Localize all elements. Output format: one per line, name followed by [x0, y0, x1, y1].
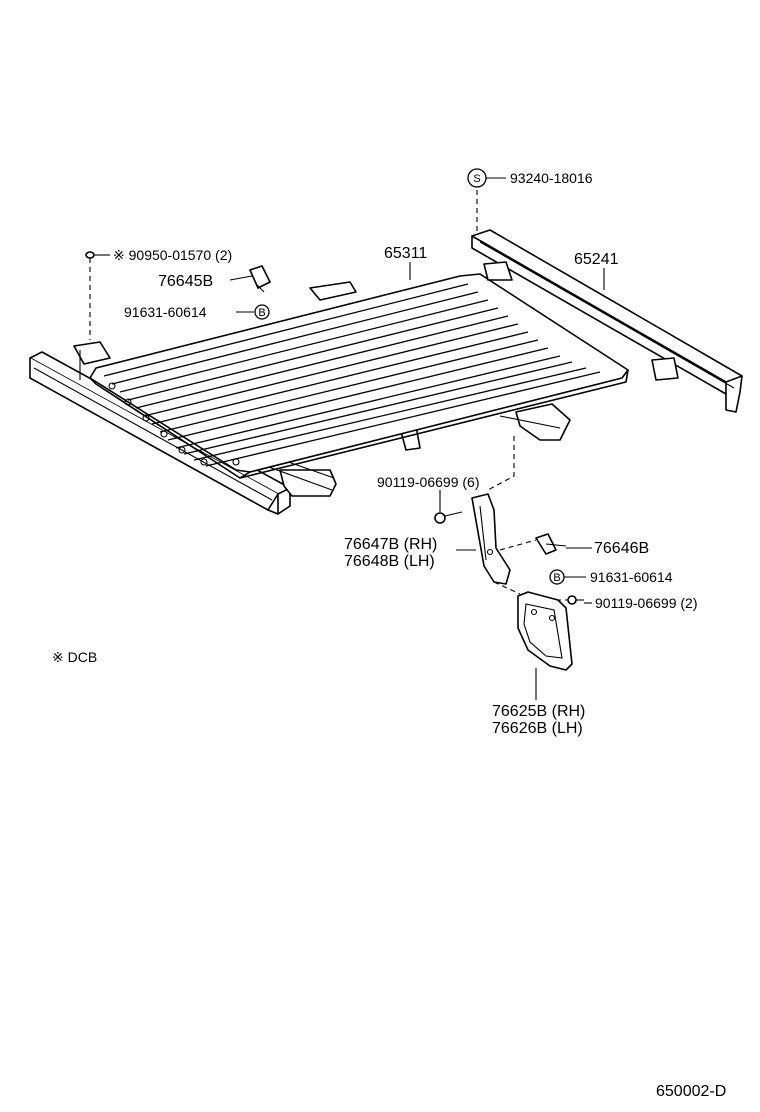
- badge-b-bottom-label: B: [553, 572, 560, 584]
- label-65241: 65241: [574, 251, 619, 268]
- diagram-code: 650002-D: [656, 1083, 726, 1100]
- plug-90950: [85, 251, 95, 259]
- label-90119-6: 90119-06699 (6): [377, 474, 479, 490]
- cross-sill-left-end: [73, 341, 111, 380]
- bolt-90119-b: [567, 595, 584, 605]
- cross-sill-rear: [309, 281, 571, 441]
- label-76648: 76648B (LH): [344, 553, 435, 570]
- label-65311: 65311: [384, 245, 427, 262]
- badge-s-icon: S: [467, 168, 487, 188]
- clip-76645: [249, 265, 271, 293]
- rear-sill: [471, 229, 743, 413]
- badge-b-top-label: B: [258, 307, 265, 319]
- mud-guard: [517, 591, 573, 671]
- dash-bolt-6: [487, 436, 515, 491]
- label-76626: 76626B (LH): [492, 720, 583, 737]
- label-76646: 76646B: [594, 540, 649, 557]
- small-bracket: [535, 533, 567, 555]
- badge-b-bottom-icon: B: [549, 569, 565, 585]
- label-76625: 76625B (RH): [492, 703, 585, 720]
- label-90950: ※ 90950-01570 (2): [113, 247, 232, 263]
- dash-guard-link: [493, 581, 521, 595]
- label-91631-top: 91631-60614: [124, 304, 207, 320]
- label-91631-bot: 91631-60614: [590, 569, 673, 585]
- dash-bracket-link: [499, 539, 537, 551]
- label-76647: 76647B (RH): [344, 536, 437, 553]
- label-90119-2: 90119-06699 (2): [595, 595, 697, 611]
- floor-panel: [89, 273, 629, 479]
- note-dcb: ※ DCB: [52, 649, 97, 665]
- bolt-90119-a: [434, 511, 463, 524]
- badge-s-label: S: [473, 173, 480, 185]
- label-93240: 93240-18016: [510, 170, 593, 186]
- mud-guard-bracket: [471, 493, 511, 585]
- leader-76645: [229, 275, 253, 281]
- label-76645: 76645B: [158, 273, 213, 290]
- badge-b-top-icon: B: [254, 304, 270, 320]
